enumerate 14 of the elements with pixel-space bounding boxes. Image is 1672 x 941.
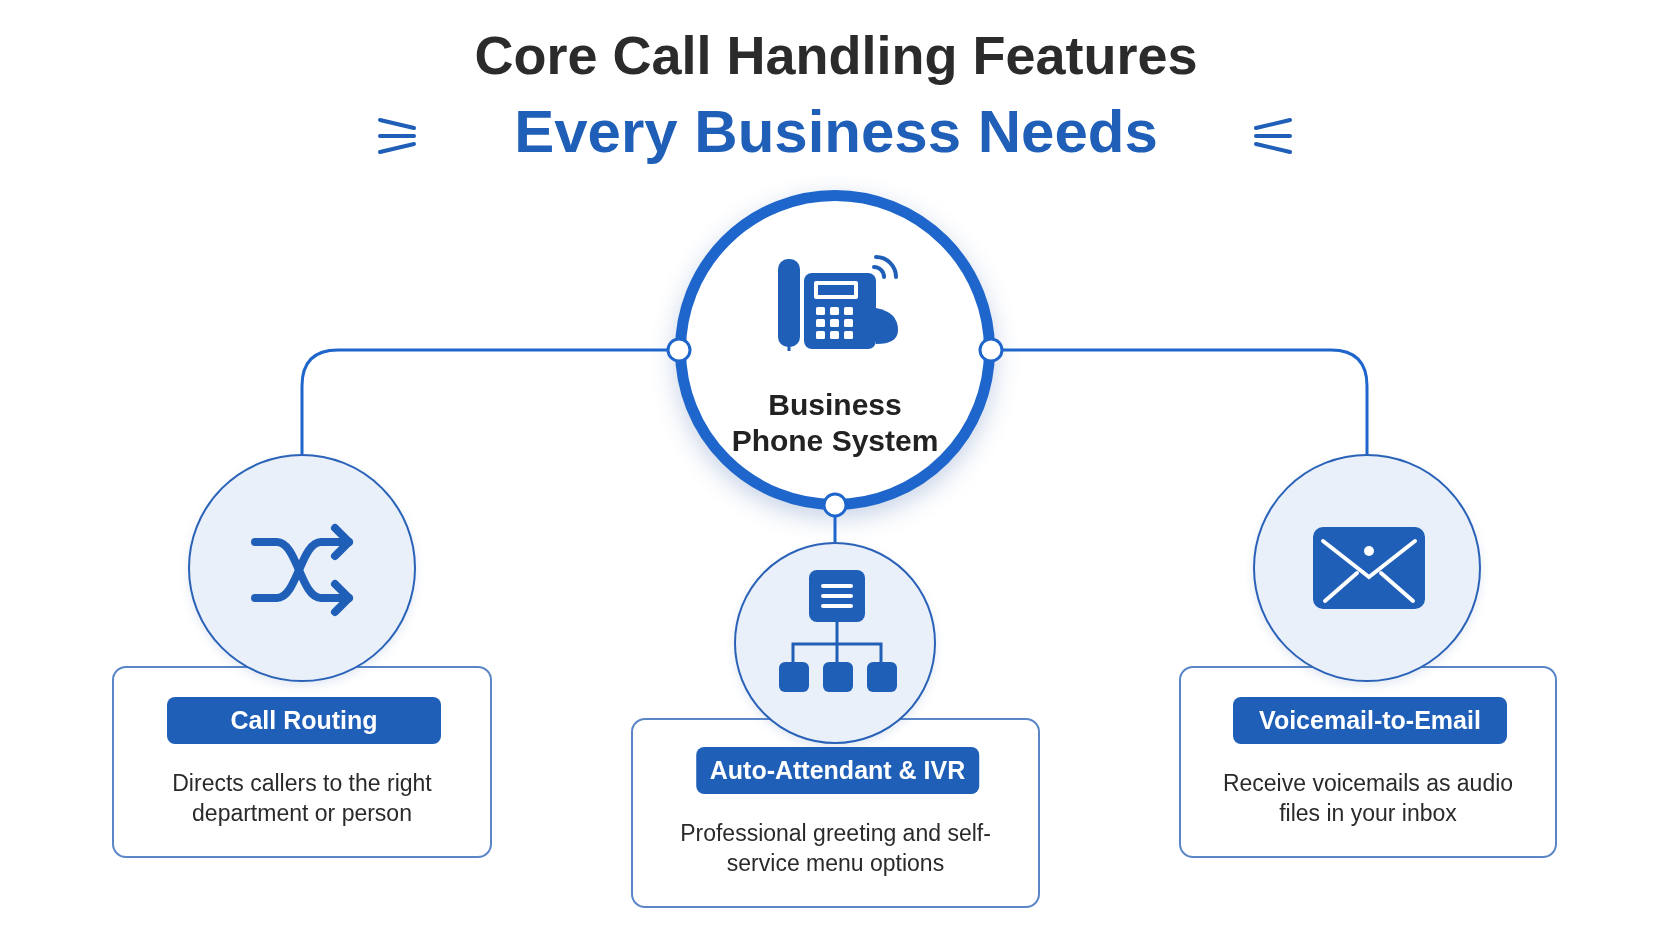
feature-title: Auto-Attendant & IVR bbox=[695, 747, 980, 794]
subtitle: Every Business Needs bbox=[514, 102, 1158, 162]
feature-description: Professional greeting and self-service menu options bbox=[679, 819, 992, 878]
feature-description: Directs callers to the right department or person bbox=[171, 769, 433, 828]
feature-title: Call Routing bbox=[167, 697, 441, 744]
feature-card bbox=[1179, 666, 1557, 858]
feature-title: Voicemail-to-Email bbox=[1233, 697, 1507, 744]
hub-label: Business Phone System bbox=[730, 387, 940, 459]
feature-description: Receive voicemails as audio files in your inbox bbox=[1221, 769, 1515, 828]
feature-card bbox=[631, 718, 1040, 908]
connector-line bbox=[822, 492, 848, 542]
connector-line bbox=[978, 337, 1369, 454]
connector-line bbox=[300, 337, 692, 454]
feature-card bbox=[112, 666, 492, 858]
